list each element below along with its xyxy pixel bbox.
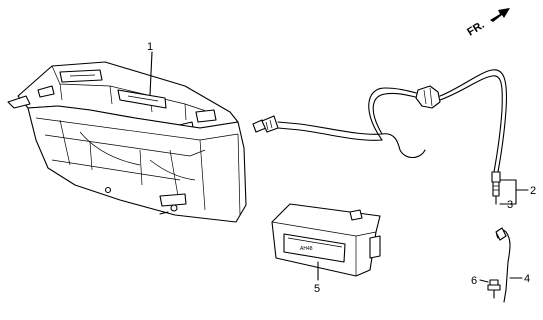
front-direction-marker: FR.	[465, 8, 510, 39]
leader-bracket-2-3	[499, 179, 517, 205]
bezel-stamp: AH48	[300, 246, 313, 252]
callout-1: 1	[147, 41, 153, 53]
speedometer-cable	[252, 69, 508, 205]
cable-clamp	[495, 227, 511, 303]
bolt	[487, 279, 501, 299]
callout-5: 5	[314, 283, 320, 295]
callout-2: 2	[530, 185, 536, 197]
display-bezel: AH48	[271, 203, 381, 277]
callout-3: 3	[507, 199, 513, 211]
callout-6: 6	[471, 275, 477, 287]
front-direction-label: FR.	[465, 19, 486, 39]
leader-line-6	[479, 279, 489, 283]
front-arrow-icon	[490, 8, 510, 22]
leader-line-1	[149, 51, 153, 96]
meter-assembly	[7, 61, 247, 223]
callout-4: 4	[524, 273, 530, 285]
